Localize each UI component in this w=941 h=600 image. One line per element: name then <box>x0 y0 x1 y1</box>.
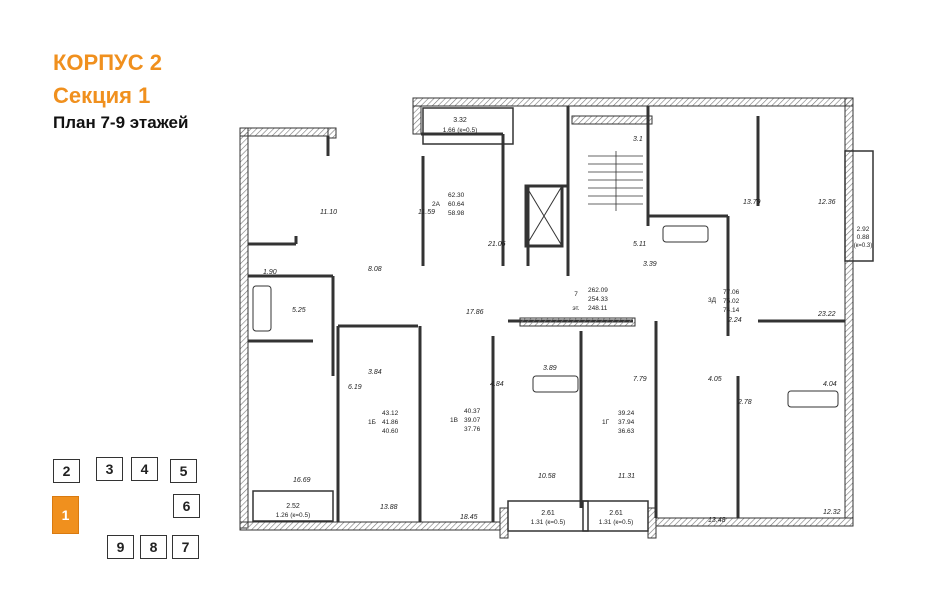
section-key-6[interactable]: 6 <box>173 494 200 518</box>
svg-text:62.30: 62.30 <box>448 192 465 199</box>
apartment-3d: 3Д 77.06 75.02 74.14 <box>708 289 740 314</box>
room-area-16: 3.84 <box>368 369 382 376</box>
svg-text:7: 7 <box>574 291 578 298</box>
room-area-27: 11.31 <box>618 473 635 480</box>
apartment-2a: 2А 62.30 60.64 58.98 <box>432 192 465 217</box>
balcony-area-1: 3.32 <box>453 117 467 124</box>
apartment-1b: 1Б 43.12 41.86 40.60 <box>368 410 399 435</box>
room-area-8: 1.90 <box>263 269 277 276</box>
balcony-reduced-5: 0.88 <box>857 234 870 241</box>
svg-text:248.11: 248.11 <box>588 305 608 312</box>
balcony-area-4: 2.61 <box>609 510 623 517</box>
svg-text:3Д: 3Д <box>708 297 717 304</box>
balcony-reduced-3: 1.31 (к=0.5) <box>531 519 565 526</box>
inner-walls <box>248 106 845 522</box>
room-area-19: 7.79 <box>633 376 647 383</box>
room-area-26: 10.58 <box>538 473 556 480</box>
room-area-3: 11.59 <box>418 209 435 216</box>
room-area-28: 13.48 <box>708 517 726 524</box>
room-area-25: 18.45 <box>460 514 478 521</box>
stair-core <box>519 151 643 327</box>
balcony-area-3: 2.61 <box>541 510 555 517</box>
svg-text:60.64: 60.64 <box>448 201 465 208</box>
balcony-area-2: 2.52 <box>286 503 300 510</box>
svg-text:77.06: 77.06 <box>723 289 740 296</box>
room-area-29: 12.32 <box>823 509 841 516</box>
room-area-24: 13.88 <box>380 504 398 511</box>
room-area-17: 4.84 <box>490 381 504 388</box>
svg-text:1В: 1В <box>450 417 458 424</box>
bathtubs <box>252 225 839 408</box>
balcony-area-5: 2.92 <box>857 226 870 233</box>
svg-text:37.76: 37.76 <box>464 426 481 433</box>
svg-text:эт.: эт. <box>572 305 579 312</box>
room-area-9: 8.08 <box>368 266 382 273</box>
room-area-22: 2.78 <box>737 399 752 406</box>
svg-text:40.37: 40.37 <box>464 408 481 415</box>
building-title: КОРПУС 2 <box>53 50 162 75</box>
section-key-7[interactable]: 7 <box>172 535 199 559</box>
svg-text:43.12: 43.12 <box>382 410 399 417</box>
svg-text:36.63: 36.63 <box>618 428 635 435</box>
svg-text:254.33: 254.33 <box>588 296 608 303</box>
svg-text:262.09: 262.09 <box>588 287 608 294</box>
room-area-labels: 3.1 11.10 11.59 21.06 5.11 13.79 12.36 1.90 8.08… <box>263 136 841 524</box>
section-key-9[interactable]: 9 <box>107 535 134 559</box>
room-area-4: 21.06 <box>487 241 506 248</box>
room-area-12: 17.86 <box>466 309 484 316</box>
balconies <box>252 107 874 532</box>
svg-text:40.60: 40.60 <box>382 428 399 435</box>
svg-text:41.86: 41.86 <box>382 419 399 426</box>
balcony-reduced-2: 1.26 (к=0.5) <box>276 512 310 519</box>
svg-text:37.94: 37.94 <box>618 419 635 426</box>
section-key-3[interactable]: 3 <box>96 457 123 481</box>
room-area-23: 16.69 <box>293 477 311 484</box>
floor-plan: 3.32 1.66 (к=0.5) 2.52 1.26 (к=0.5) 2.61… <box>239 97 874 539</box>
svg-text:2А: 2А <box>432 201 441 208</box>
svg-text:1Б: 1Б <box>368 419 376 426</box>
room-area-1: 3.1 <box>633 136 643 143</box>
floors-title: План 7-9 этажей <box>53 113 189 132</box>
section-key-1[interactable]: 1 <box>52 496 79 534</box>
room-area-6: 13.79 <box>743 199 761 206</box>
room-area-13: 2.24 <box>727 317 742 324</box>
room-area-18: 3.89 <box>543 365 557 372</box>
section-title: Секция 1 <box>53 83 151 108</box>
section-key-2[interactable]: 2 <box>53 459 80 483</box>
apartment-1v: 1В 40.37 39.07 37.76 <box>450 408 481 433</box>
room-area-21: 4.04 <box>823 381 837 388</box>
svg-text:39.07: 39.07 <box>464 417 481 424</box>
room-area-11: 5.25 <box>292 307 306 314</box>
balcony-reduced-1: 1.66 (к=0.5) <box>443 127 477 134</box>
balcony-reduced-4: 1.31 (к=0.5) <box>599 519 633 526</box>
section-key-5[interactable]: 5 <box>170 459 197 483</box>
room-area-15: 6.19 <box>348 384 362 391</box>
room-area-5: 5.11 <box>633 241 646 248</box>
section-key-4[interactable]: 4 <box>131 457 158 481</box>
svg-text:75.02: 75.02 <box>723 298 740 305</box>
svg-text:74.14: 74.14 <box>723 307 740 314</box>
room-area-7: 12.36 <box>818 199 836 206</box>
room-area-20: 4.05 <box>708 376 722 383</box>
svg-text:1Г: 1Г <box>602 419 610 426</box>
room-area-14: 23.22 <box>817 311 836 318</box>
apartment-1g: 1Г 39.24 37.94 36.63 <box>602 410 635 435</box>
room-area-2: 11.10 <box>320 209 337 216</box>
room-area-10: 3.39 <box>643 261 657 268</box>
section-key-8[interactable]: 8 <box>140 535 167 559</box>
balcony-coef-5: (к=0.3) <box>854 243 872 249</box>
svg-text:39.24: 39.24 <box>618 410 635 417</box>
svg-text:58.98: 58.98 <box>448 210 465 217</box>
floor-summary: 7 эт. 262.09 254.33 248.11 <box>572 287 608 312</box>
